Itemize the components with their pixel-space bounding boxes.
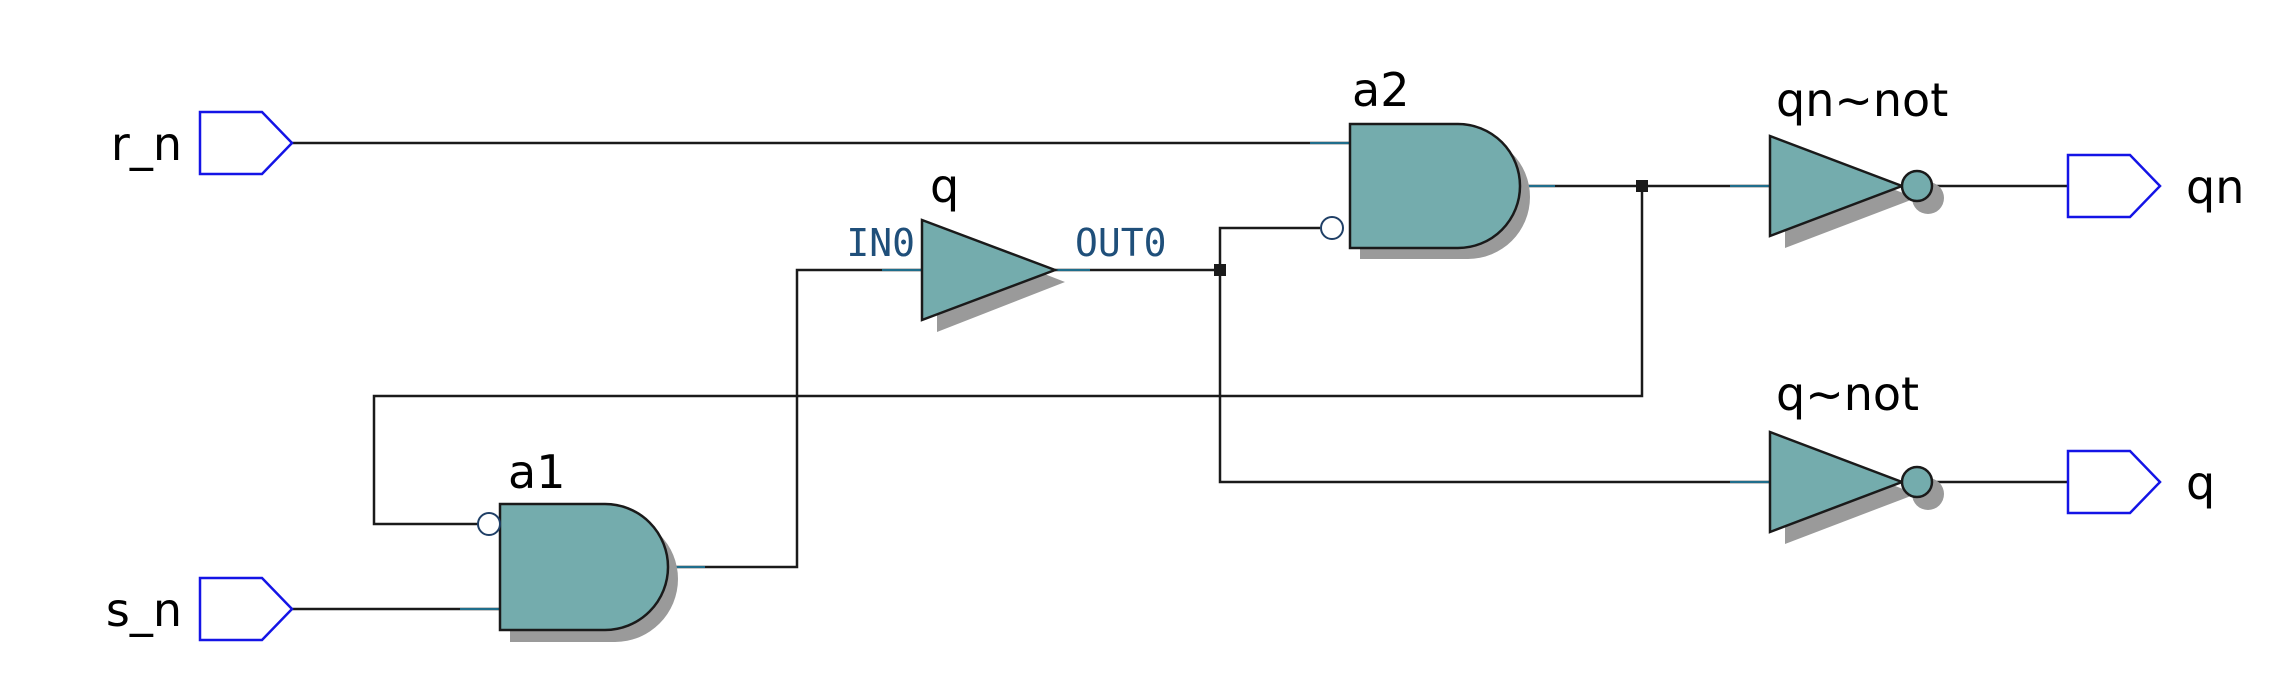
gate-a2-invert-bubble <box>1320 216 1344 240</box>
wires <box>292 141 2068 611</box>
port-r_n-label: r_n <box>111 117 182 171</box>
gate-a2-label: a2 <box>1352 63 1409 117</box>
gate-qn-not[interactable]: qn~not <box>1768 73 1948 248</box>
gate-a1-label: a1 <box>508 445 565 499</box>
port-qn-shape[interactable] <box>2066 153 2162 219</box>
gate-a2[interactable]: a2 <box>1320 63 1530 259</box>
port-q-label: q <box>2186 456 2215 510</box>
port-s_n-shape[interactable] <box>198 576 294 642</box>
wire-feedback-to-a1 <box>372 186 1644 526</box>
port-qn[interactable]: qn <box>2066 153 2244 219</box>
gate-a2-body[interactable] <box>1348 122 1522 250</box>
gate-q-not-invert-bubble <box>1900 465 1934 499</box>
gate-q-not[interactable]: q~not <box>1768 367 1944 544</box>
gate-buffer-q-pin-in: IN0 <box>846 221 915 265</box>
gate-buffer-q-label: q <box>930 159 959 213</box>
junction-a2-out <box>1636 180 1648 192</box>
gate-qn-not-invert-bubble <box>1900 169 1934 203</box>
gate-buffer-q-pin-out: OUT0 <box>1075 221 1167 265</box>
wire-a1-to-buffer <box>675 268 922 569</box>
gate-a1[interactable]: a1 <box>477 445 678 642</box>
port-r_n[interactable]: r_n <box>111 110 294 176</box>
gate-buffer-q-body[interactable] <box>920 218 1059 322</box>
gate-q-not-label: q~not <box>1776 367 1919 421</box>
port-r_n-shape[interactable] <box>198 110 294 176</box>
gate-a1-invert-bubble <box>477 512 501 536</box>
port-q[interactable]: q <box>2066 449 2215 515</box>
gate-qn-not-label: qn~not <box>1776 73 1948 127</box>
port-q-shape[interactable] <box>2066 449 2162 515</box>
port-s_n[interactable]: s_n <box>106 576 294 642</box>
junction-buffer-out <box>1214 264 1226 276</box>
wire-junction-to-a2 <box>1218 226 1320 270</box>
gate-q-not-body[interactable] <box>1768 430 1906 534</box>
wire-junction-to-q-not <box>1218 270 1770 484</box>
gate-a1-body[interactable] <box>498 502 670 632</box>
port-s_n-label: s_n <box>106 583 182 637</box>
gate-qn-not-body[interactable] <box>1768 134 1906 238</box>
port-qn-label: qn <box>2186 160 2244 214</box>
gate-buffer-q[interactable]: q IN0 OUT0 <box>846 159 1167 332</box>
